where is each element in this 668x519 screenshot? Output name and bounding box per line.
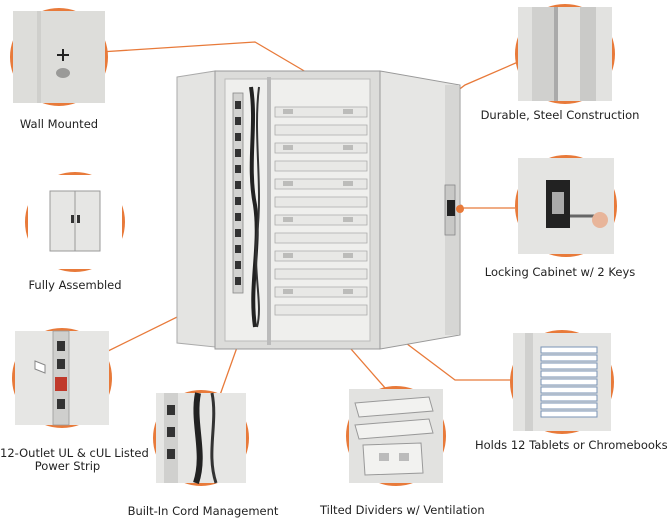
label-power-strip-line1: 12-Outlet UL & cUL Listed xyxy=(0,446,149,460)
callout-wall-mounted-image xyxy=(10,8,108,106)
tablets-stack-icon xyxy=(513,333,611,431)
callout-tablets-image xyxy=(510,330,614,434)
lock xyxy=(447,200,455,216)
label-tablets: Holds 12 Tablets or Chromebooks xyxy=(475,438,668,452)
steel-door-icon xyxy=(518,7,612,101)
label-steel-construction: Durable, Steel Construction xyxy=(480,108,640,122)
cords xyxy=(249,86,259,328)
callout-dividers-image xyxy=(346,386,446,486)
label-tilted-dividers: Tilted Dividers w/ Ventilation xyxy=(320,503,485,517)
callout-lock-image xyxy=(515,155,617,257)
label-wall-mounted: Wall Mounted xyxy=(19,117,99,131)
label-locking-cabinet: Locking Cabinet w/ 2 Keys xyxy=(484,265,636,279)
wall-mount-screw-icon xyxy=(13,11,105,103)
assembled-cabinet-icon xyxy=(28,175,122,269)
lock-key-icon xyxy=(518,158,614,254)
label-cord-management: Built-In Cord Management xyxy=(127,504,279,518)
power-strip-icon xyxy=(15,330,109,426)
callout-steel-image xyxy=(515,4,615,104)
label-power-strip-line2: Power Strip xyxy=(34,459,101,473)
callout-assembled-image xyxy=(25,172,125,272)
key xyxy=(456,205,464,213)
label-fully-assembled: Fully Assembled xyxy=(28,278,122,292)
right-door xyxy=(379,70,461,350)
callout-cord-image xyxy=(153,390,249,486)
tilted-dividers-icon xyxy=(349,389,443,483)
cord-management-icon xyxy=(156,392,246,484)
power-strip xyxy=(232,92,244,294)
callout-power-strip-image xyxy=(12,328,112,428)
cabinet-illustration xyxy=(176,70,464,350)
left-door xyxy=(176,70,216,348)
